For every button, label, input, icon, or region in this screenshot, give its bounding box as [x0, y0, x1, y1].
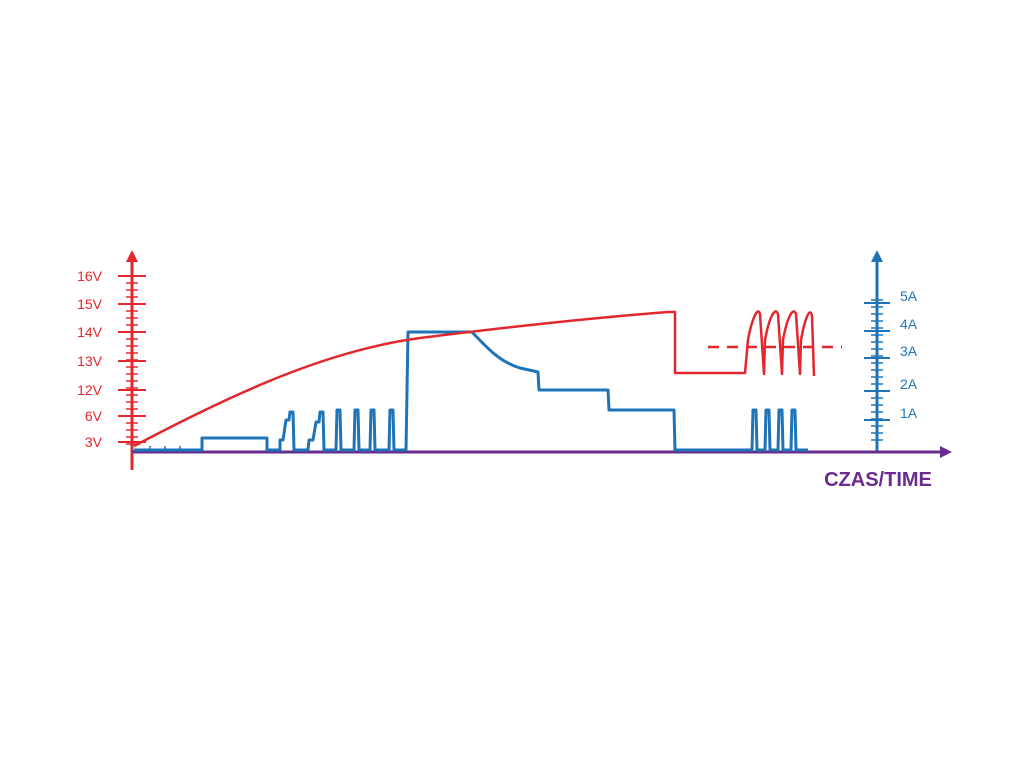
current-tick-label: 1A: [900, 405, 918, 421]
current-series-line: [134, 330, 808, 452]
voltage-tick-label: 12V: [77, 382, 103, 398]
current-axis: 1A 2A 3A 4A 5A: [864, 250, 918, 452]
current-tick-label: 4A: [900, 316, 918, 332]
voltage-tick-labels: 3V 6V 12V 13V 14V 15V 16V: [77, 268, 103, 450]
voltage-tick-label: 13V: [77, 353, 103, 369]
time-axis: CZAS/TIME: [132, 446, 952, 491]
voltage-ticks: [118, 275, 146, 445]
voltage-axis-arrow: [126, 250, 138, 262]
current-tick-label: 5A: [900, 288, 918, 304]
voltage-tick-label: 3V: [85, 434, 103, 450]
voltage-axis: 3V 6V 12V 13V 14V 15V 16V: [77, 250, 146, 470]
current-axis-arrow: [871, 250, 883, 262]
time-axis-arrow: [940, 446, 952, 458]
time-axis-label: CZAS/TIME: [824, 469, 932, 491]
current-tick-label: 3A: [900, 343, 918, 359]
voltage-tick-label: 14V: [77, 324, 103, 340]
voltage-series-line: [133, 310, 816, 448]
voltage-tick-label: 16V: [77, 268, 103, 284]
voltage-tick-label: 15V: [77, 296, 103, 312]
time-axis-minor-ticks: [149, 446, 181, 452]
current-tick-label: 2A: [900, 376, 918, 392]
voltage-tick-label: 6V: [85, 408, 103, 424]
current-tick-labels: 1A 2A 3A 4A 5A: [900, 288, 918, 421]
current-ticks: [864, 299, 890, 441]
